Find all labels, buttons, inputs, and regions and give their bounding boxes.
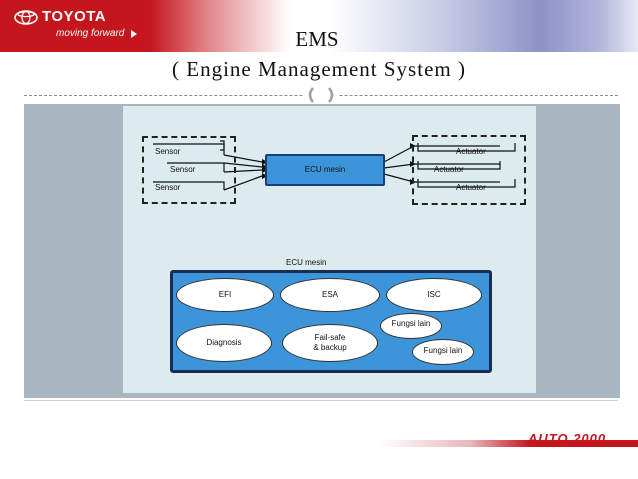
ornament-icon bbox=[308, 87, 334, 103]
ecu-label: ECU mesin bbox=[304, 165, 346, 174]
sensor-label-2: Sensor bbox=[170, 165, 196, 174]
sensor-group bbox=[142, 136, 236, 204]
function-failsafe-label-1: Fail-safe bbox=[314, 333, 346, 342]
ecu-box: ECU mesin bbox=[265, 154, 385, 186]
function-isc: ISC bbox=[386, 278, 482, 312]
header-band bbox=[0, 0, 638, 52]
function-other-2-label: Fungsi lain bbox=[423, 346, 463, 355]
function-other-2: Fungsi lain bbox=[412, 339, 474, 365]
brand-name: TOYOTA bbox=[42, 8, 107, 25]
function-failsafe: Fail-safe & backup bbox=[282, 324, 378, 362]
actuator-label-3: Actuator bbox=[456, 183, 486, 192]
actuator-group bbox=[412, 135, 526, 205]
slide-header: TOYOTA moving forward EMS ( Engine Manag… bbox=[0, 0, 638, 88]
auto2000-logo: AUTO 2000 bbox=[528, 431, 607, 446]
toyota-emblem-icon bbox=[14, 10, 38, 25]
function-esa: ESA bbox=[280, 278, 380, 312]
function-efi-label: EFI bbox=[218, 290, 232, 299]
function-efi: EFI bbox=[176, 278, 274, 312]
actuator-label-2: Actuator bbox=[434, 165, 464, 174]
footer-band bbox=[0, 440, 638, 447]
toyota-logo: TOYOTA moving forward bbox=[14, 8, 144, 48]
ecu-block-title: ECU mesin bbox=[286, 258, 327, 267]
slide-subtitle: ( Engine Management System ) bbox=[172, 57, 466, 81]
function-isc-label: ISC bbox=[427, 290, 441, 299]
function-failsafe-label-2: & backup bbox=[313, 343, 347, 352]
function-esa-label: ESA bbox=[321, 290, 338, 299]
function-diagnosis: Diagnosis bbox=[176, 324, 272, 362]
brand-tagline: moving forward bbox=[56, 28, 125, 39]
function-other-1: Fungsi lain bbox=[380, 313, 442, 339]
function-diagnosis-label: Diagnosis bbox=[206, 338, 242, 347]
sensor-label-1: Sensor bbox=[155, 147, 181, 156]
footer-divider bbox=[24, 400, 618, 401]
actuator-label-1: Actuator bbox=[456, 147, 486, 156]
function-other-1-label: Fungsi lain bbox=[391, 319, 431, 328]
slide-title: EMS bbox=[295, 27, 339, 51]
sensor-label-3: Sensor bbox=[155, 183, 181, 192]
divider-ornament bbox=[303, 86, 339, 104]
tagline-arrow-icon bbox=[131, 30, 137, 38]
